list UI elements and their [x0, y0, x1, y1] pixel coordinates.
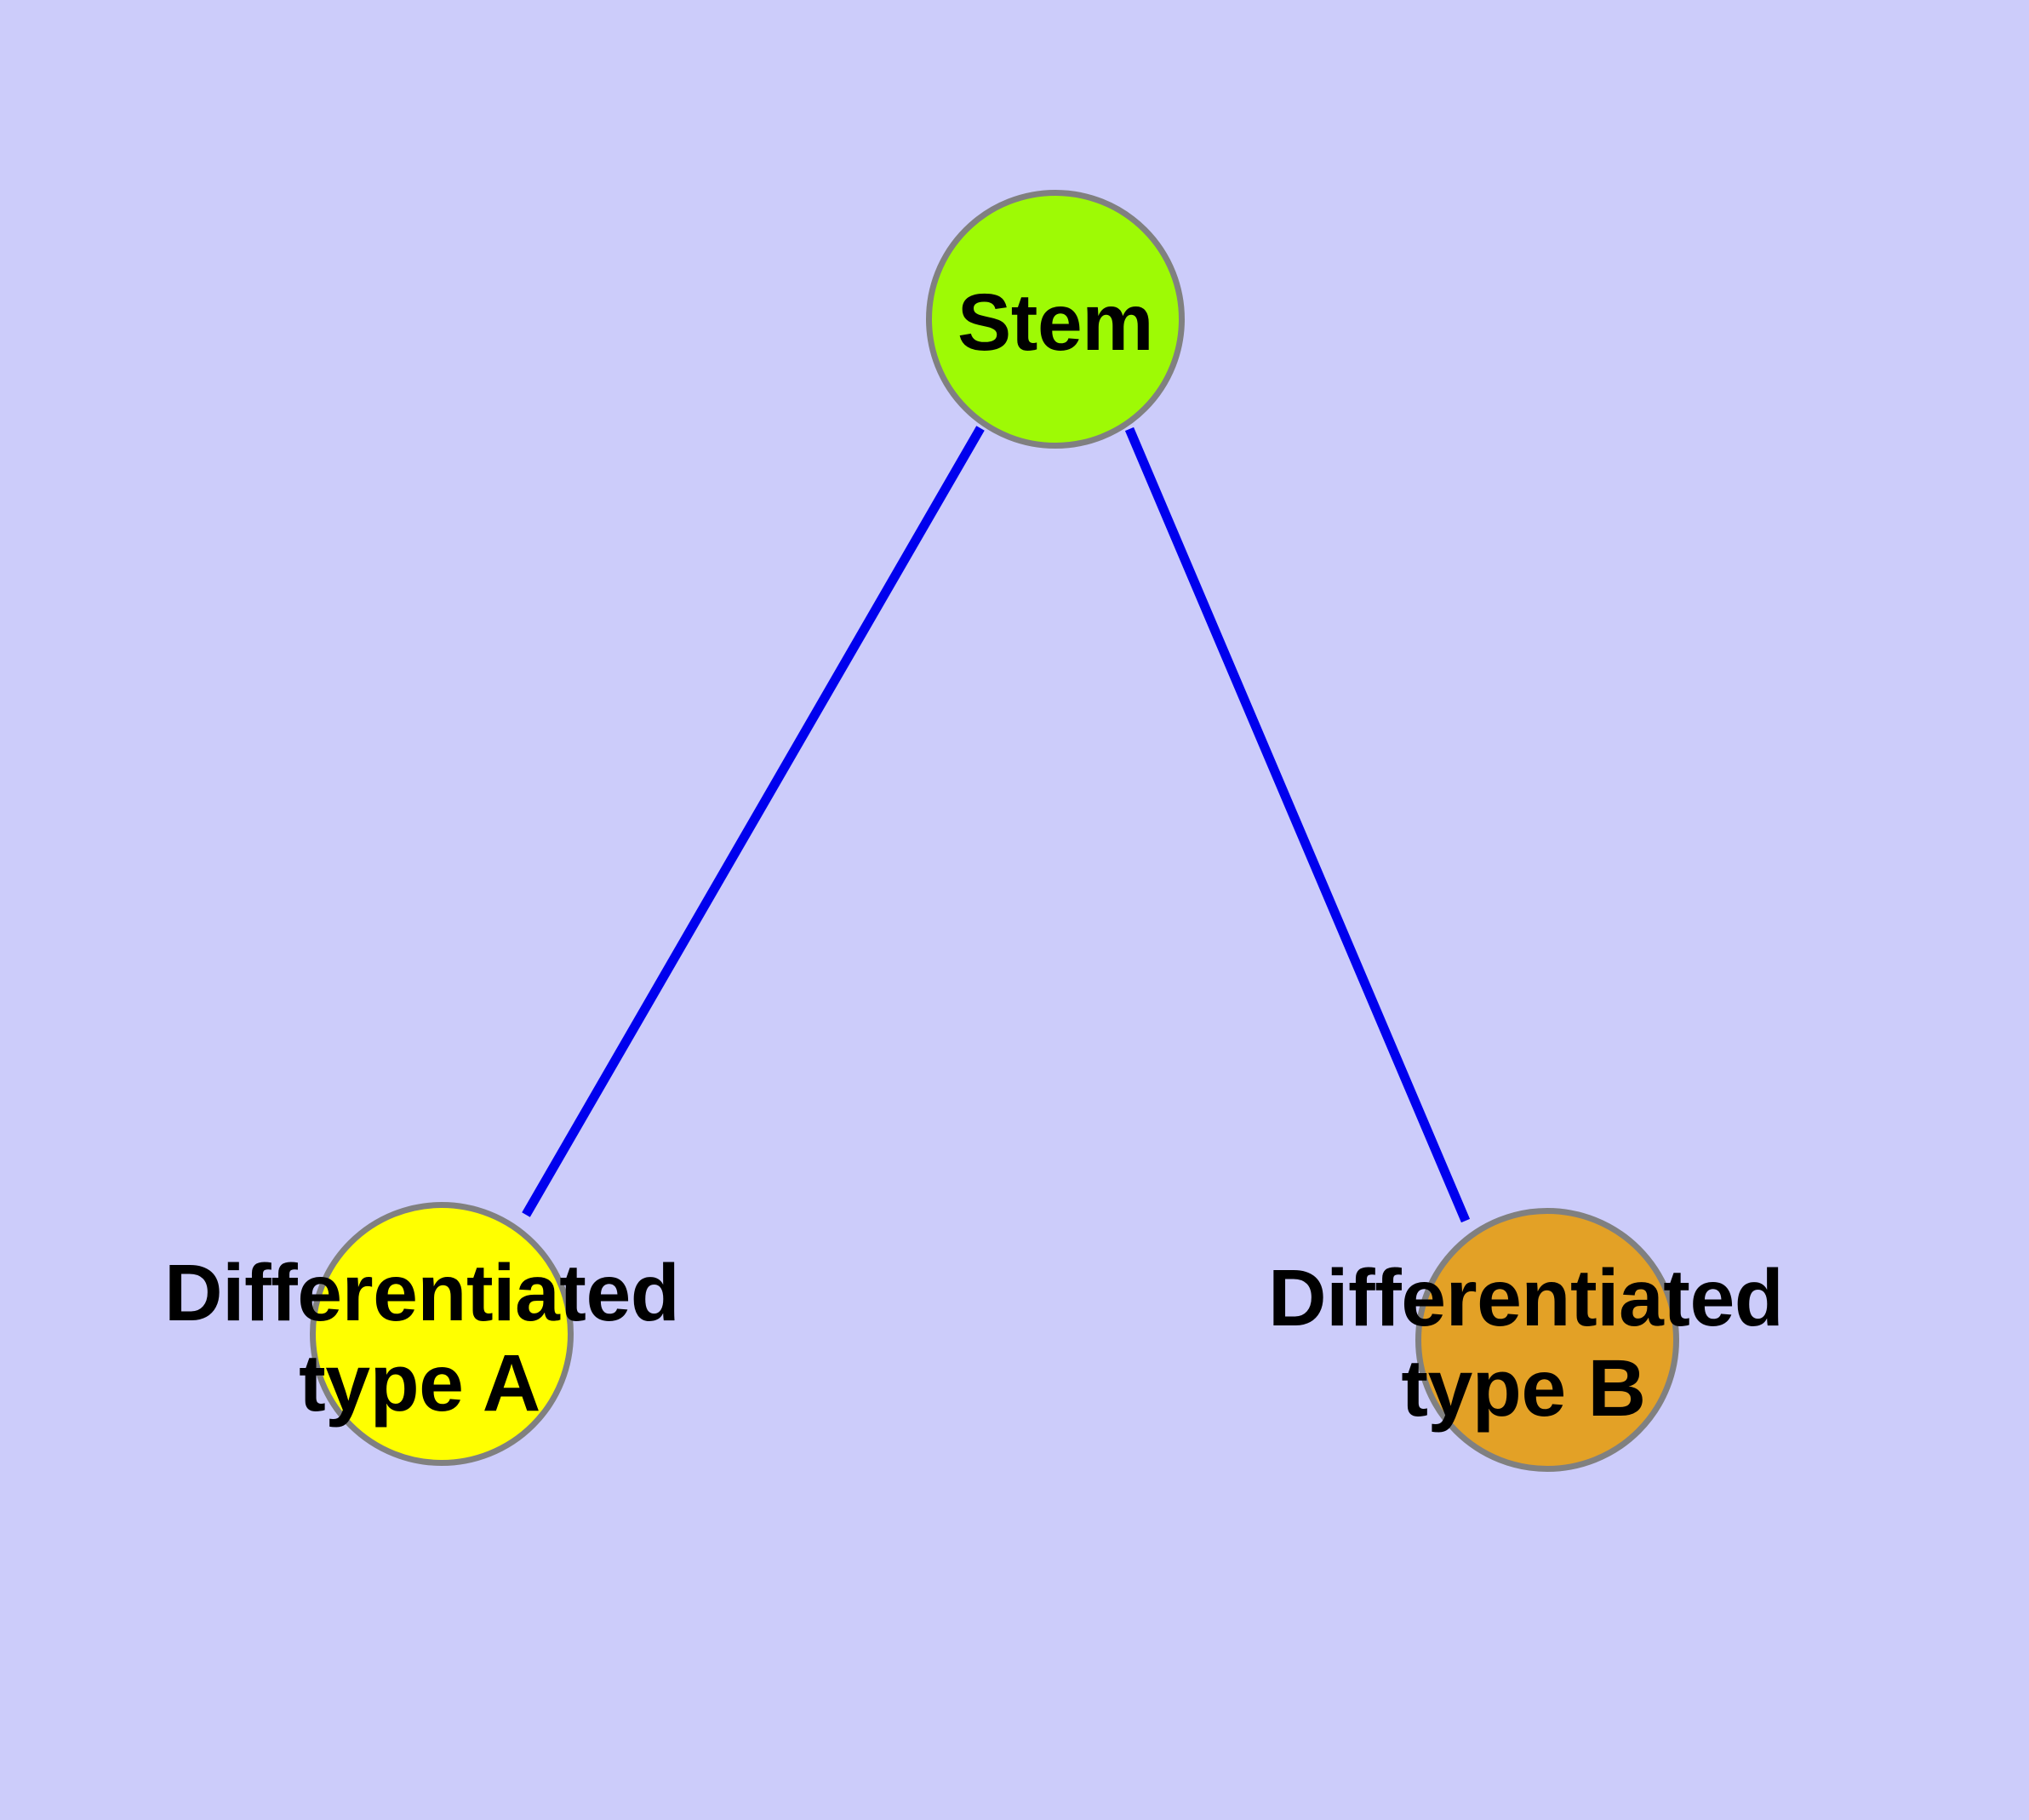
- node-differentiated-type-b[interactable]: [1415, 1208, 1679, 1472]
- node-stem[interactable]: [926, 190, 1185, 449]
- node-differentiated-type-a[interactable]: [310, 1202, 574, 1466]
- edge-stem-to-differentiated-type-a: [522, 426, 985, 1217]
- edge-stem-to-differentiated-type-b: [1124, 426, 1471, 1223]
